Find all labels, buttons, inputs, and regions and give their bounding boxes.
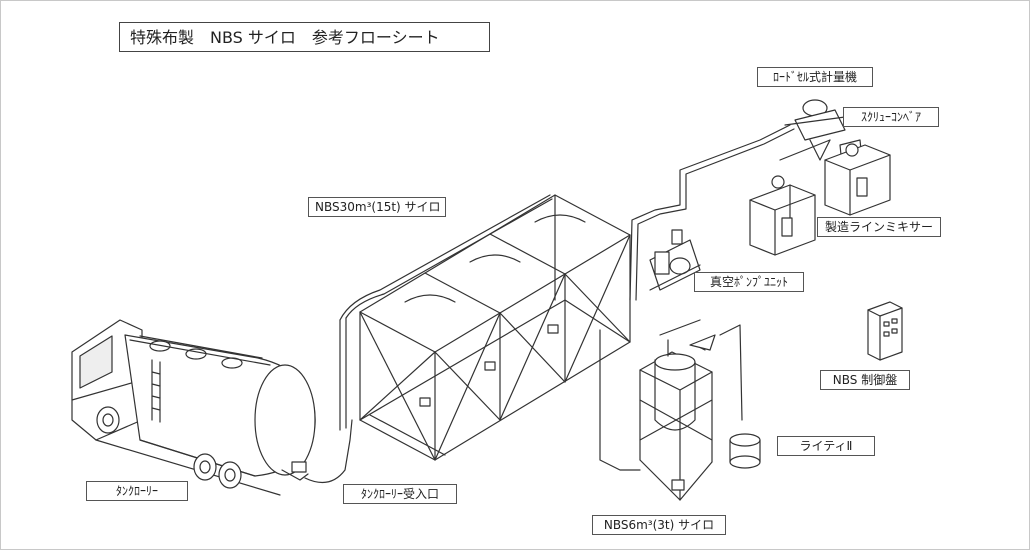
nbs-6-silo-illustration: [639, 319, 713, 501]
tanker-hose: [304, 419, 353, 484]
transfer-pipe: [629, 124, 791, 301]
label-tank-lorry: ﾀﾝｸﾛｰﾘｰ: [86, 481, 188, 501]
lighty-illustration: [689, 324, 761, 469]
tank-lorry-illustration: [71, 319, 316, 496]
label-nbs-6-silo: NBS6m³(3t) サイロ: [592, 515, 726, 535]
control-panel-illustration: [867, 301, 903, 361]
label-tanker-inlet: ﾀﾝｸﾛｰﾘｰ受入口: [343, 484, 457, 504]
label-lighty: ライティⅡ: [777, 436, 875, 456]
label-loadcell-scale: ﾛｰﾄﾞｾﾙ式計量機: [757, 67, 873, 87]
label-screw-conveyor: ｽｸﾘｭｰｺﾝﾍﾞｱ: [843, 107, 939, 127]
label-vacuum-pump: 真空ﾎﾟﾝﾌﾟﾕﾆｯﾄ: [694, 272, 804, 292]
label-nbs-30-silo: NBS30m³(15t) サイロ: [308, 197, 446, 217]
mixer-illustration: [749, 143, 891, 256]
label-control-panel: NBS 制御盤: [820, 370, 910, 390]
label-mixer: 製造ラインミキサー: [817, 217, 941, 237]
page-title: 特殊布製 NBS サイロ 参考フローシート: [119, 22, 490, 52]
nbs-30-silo-illustration: [339, 194, 631, 461]
vacuum-pump-illustration: [649, 229, 701, 291]
